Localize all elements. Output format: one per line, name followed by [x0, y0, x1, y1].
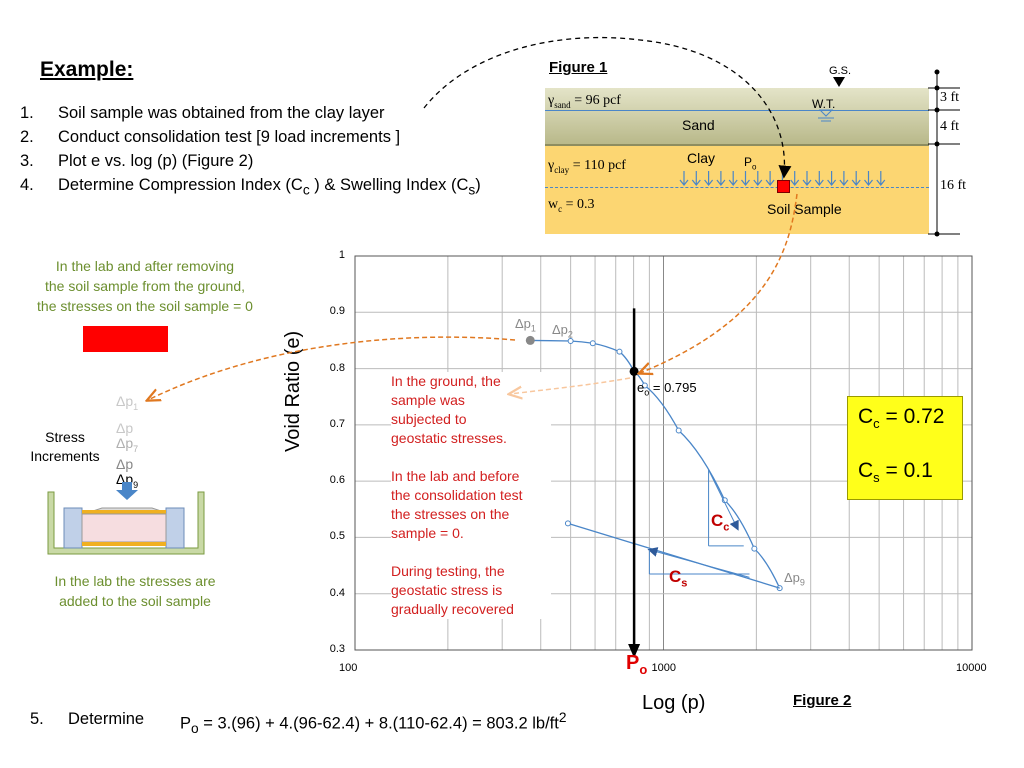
note-line: the consolidation test	[391, 487, 523, 503]
x-tick-label: 1000	[651, 662, 676, 674]
pressure-arrow-icon	[814, 171, 824, 186]
consolidometer-diagram	[47, 482, 205, 555]
y-axis-label: Void Ratio (e)	[282, 330, 304, 452]
cc-slope-label: Cc	[711, 511, 730, 534]
pressure-arrow-icon	[839, 171, 849, 186]
note-line	[391, 543, 551, 562]
dp1-label: Δp1	[515, 316, 536, 334]
note-line: sample was	[391, 392, 465, 408]
po-arrowhead-icon	[628, 644, 641, 658]
y-tick-label: 0.6	[329, 474, 345, 487]
data-point	[567, 337, 574, 344]
data-point	[564, 520, 571, 527]
note-line: geostatic stress is	[391, 582, 503, 598]
step-number: 5.	[30, 710, 44, 728]
note-line: geostatic stresses.	[391, 430, 507, 446]
note-line: sample = 0.	[391, 525, 464, 541]
dim-3ft: 3 ft	[940, 90, 960, 105]
note-line: During testing, the	[391, 563, 505, 579]
note-line: In the lab and before	[391, 468, 520, 484]
unloading-curve	[567, 522, 780, 589]
note-line: subjected to	[391, 411, 467, 427]
y-tick-label: 0.5	[329, 530, 345, 543]
soil-sample-marker	[777, 180, 790, 193]
step-text: Determine	[68, 710, 145, 728]
dim-4ft: 4 ft	[940, 119, 960, 134]
dp9-label: Δp9	[784, 570, 805, 588]
result-box: Cc = 0.72 Cs = 0.1	[847, 396, 963, 500]
note-line: In the ground, the	[391, 373, 501, 389]
gs-marker-icon	[833, 77, 845, 87]
y-tick-label: 0.4	[329, 586, 345, 599]
data-point	[675, 427, 682, 434]
water-content-label: wc = 0.3	[548, 197, 595, 214]
eo-point	[629, 366, 639, 376]
data-point	[589, 340, 596, 347]
figure-2-label: Figure 2	[793, 692, 852, 709]
data-point	[641, 382, 648, 389]
data-point	[751, 545, 758, 552]
cc-slope-arrow	[708, 469, 739, 531]
cc-result: Cc = 0.72	[858, 405, 945, 432]
note-line: gradually recovered	[391, 601, 514, 617]
y-tick-label: 1	[338, 249, 345, 261]
cs-slope-label: Cs	[669, 567, 688, 590]
geostatic-stress-notes: In the ground, the sample was subjected to…	[391, 372, 551, 619]
step-text: Conduct consolidation test [9 load incre…	[58, 128, 401, 146]
water-table-label: W.T.	[812, 97, 836, 111]
step-text: Soil sample was obtained from the clay l…	[58, 104, 385, 122]
dim-16ft: 16 ft	[940, 178, 967, 193]
y-tick-label: 0.7	[329, 417, 345, 430]
ground-surface-label: G.S.	[829, 65, 852, 77]
data-point	[616, 348, 623, 355]
step-number: 1.	[20, 104, 34, 122]
pressure-arrow-icon	[827, 171, 837, 186]
page-title: Example:	[40, 58, 134, 81]
pressure-arrow-icon	[802, 171, 812, 186]
loading-curve	[530, 339, 781, 589]
x-tick-label: 10000	[956, 662, 987, 674]
load-arrow-icon	[116, 482, 138, 500]
step-number: 3.	[20, 152, 34, 170]
pressure-arrow-icon	[790, 171, 800, 186]
lab-note-top: In the lab and after removing the soil s…	[37, 258, 253, 314]
depth-dimension-lines	[928, 69, 960, 237]
sample-depth-line	[545, 187, 929, 188]
dp2-label: Δp2	[552, 322, 573, 340]
pressure-arrow-icon	[876, 171, 886, 186]
pressure-arrow-icon	[851, 171, 861, 186]
step-number: 2.	[20, 128, 34, 146]
x-tick-label: 100	[339, 662, 358, 674]
step-number: 4.	[20, 176, 34, 194]
cs-result: Cs = 0.1	[858, 459, 933, 486]
step-text: Plot e vs. log (p) (Figure 2)	[58, 152, 254, 170]
cs-slope-arrow	[647, 547, 750, 578]
lab-note-bottom: In the lab the stresses are added to the…	[54, 573, 216, 609]
pressure-arrow-icon	[864, 171, 873, 186]
po-axis-marker: Po	[626, 652, 648, 677]
x-axis-label: Log (p)	[642, 692, 706, 714]
stress-increment-list: Δp1 Δp Δp7 Δp Δp9	[116, 393, 139, 490]
y-tick-label: 0.3	[329, 643, 345, 655]
y-tick-label: 0.8	[329, 361, 345, 374]
eo-label: eo = 0.795	[637, 380, 697, 398]
step-text: Determine Compression Index (Cc ) & Swel…	[58, 176, 481, 198]
water-table-icon	[818, 109, 834, 122]
note-line	[391, 448, 551, 467]
dp1-point	[525, 335, 535, 345]
po-formula: Po = 3.(96) + 4.(96-62.4) + 8.(110-62.4)…	[180, 710, 567, 736]
chart-series	[525, 308, 783, 658]
stress-increments-label: Stress Increments	[30, 429, 100, 464]
y-tick-label: 0.9	[329, 305, 345, 318]
note-line: the stresses on the	[391, 506, 510, 522]
